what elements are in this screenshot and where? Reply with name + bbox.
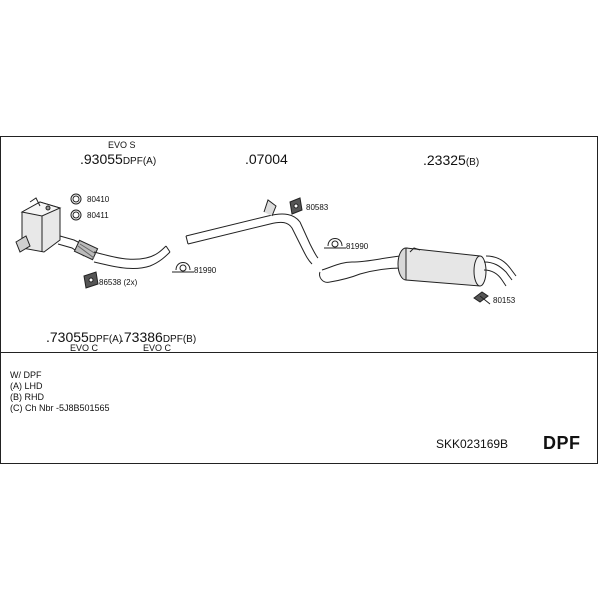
part-73386-code: .73386DPF(B) [120, 330, 196, 345]
ring-80410-drawing [70, 193, 82, 205]
diagram-frame [0, 136, 598, 464]
rear-silencer-drawing [319, 247, 517, 287]
note-item: (B) RHD [10, 392, 44, 402]
part-86538-label: 86538 (2x) [99, 278, 138, 287]
part-73055-number: .73055 [46, 329, 89, 345]
part-93055-number: .93055 [80, 151, 123, 167]
clamp-81990-left-drawing [172, 262, 194, 273]
part-80410-label: 80410 [87, 195, 110, 204]
clamp-86538-drawing [83, 271, 99, 289]
front-pipe-drawing [93, 245, 171, 269]
dpf-unit-drawing [15, 197, 99, 261]
part-81990-right-label: 81990 [346, 242, 369, 251]
note-item: W/ DPF [10, 370, 42, 380]
middle-pipe-drawing [185, 199, 319, 265]
part-80411-label: 80411 [87, 211, 109, 220]
dpf-tag: DPF [543, 433, 581, 453]
kit-code: SKK023169B [436, 437, 509, 451]
part-73386-suffix: DPF(B) [162, 334, 197, 345]
note-item: (A) LHD [10, 381, 43, 391]
part-73055-code: .73055DPF(A) [46, 330, 122, 345]
section-divider [0, 352, 598, 353]
part-73386-label: EVO C [143, 343, 172, 353]
hanger-80153-drawing [473, 291, 491, 305]
part-73386-number: .73386 [120, 329, 163, 345]
part-93055-label: EVO S [108, 140, 136, 150]
part-73055-label: EVO C [70, 343, 99, 353]
note-item: (C) Ch Nbr -5J8B501565 [10, 403, 110, 413]
part-81990-left-label: 81990 [194, 266, 217, 275]
part-93055-suffix: DPF(A) [122, 156, 157, 167]
part-93055-code: .93055DPF(A) [80, 152, 156, 167]
part-23325-number: .23325 [423, 152, 466, 168]
part-80583-label: 80583 [306, 203, 329, 212]
hanger-80583-drawing [289, 197, 303, 215]
part-73055-suffix: DPF(A) [88, 334, 123, 345]
part-23325-suffix: (B) [465, 157, 480, 168]
part-23325-code: .23325(B) [423, 153, 479, 168]
part-07004-code: .07004 [245, 151, 288, 167]
notes-list: W/ DPF (A) LHD (B) RHD (C) Ch Nbr -5J8B5… [10, 370, 110, 414]
part-80153-label: 80153 [493, 296, 516, 305]
clamp-81990-right-drawing [324, 238, 346, 249]
ring-80411-drawing [70, 209, 82, 221]
